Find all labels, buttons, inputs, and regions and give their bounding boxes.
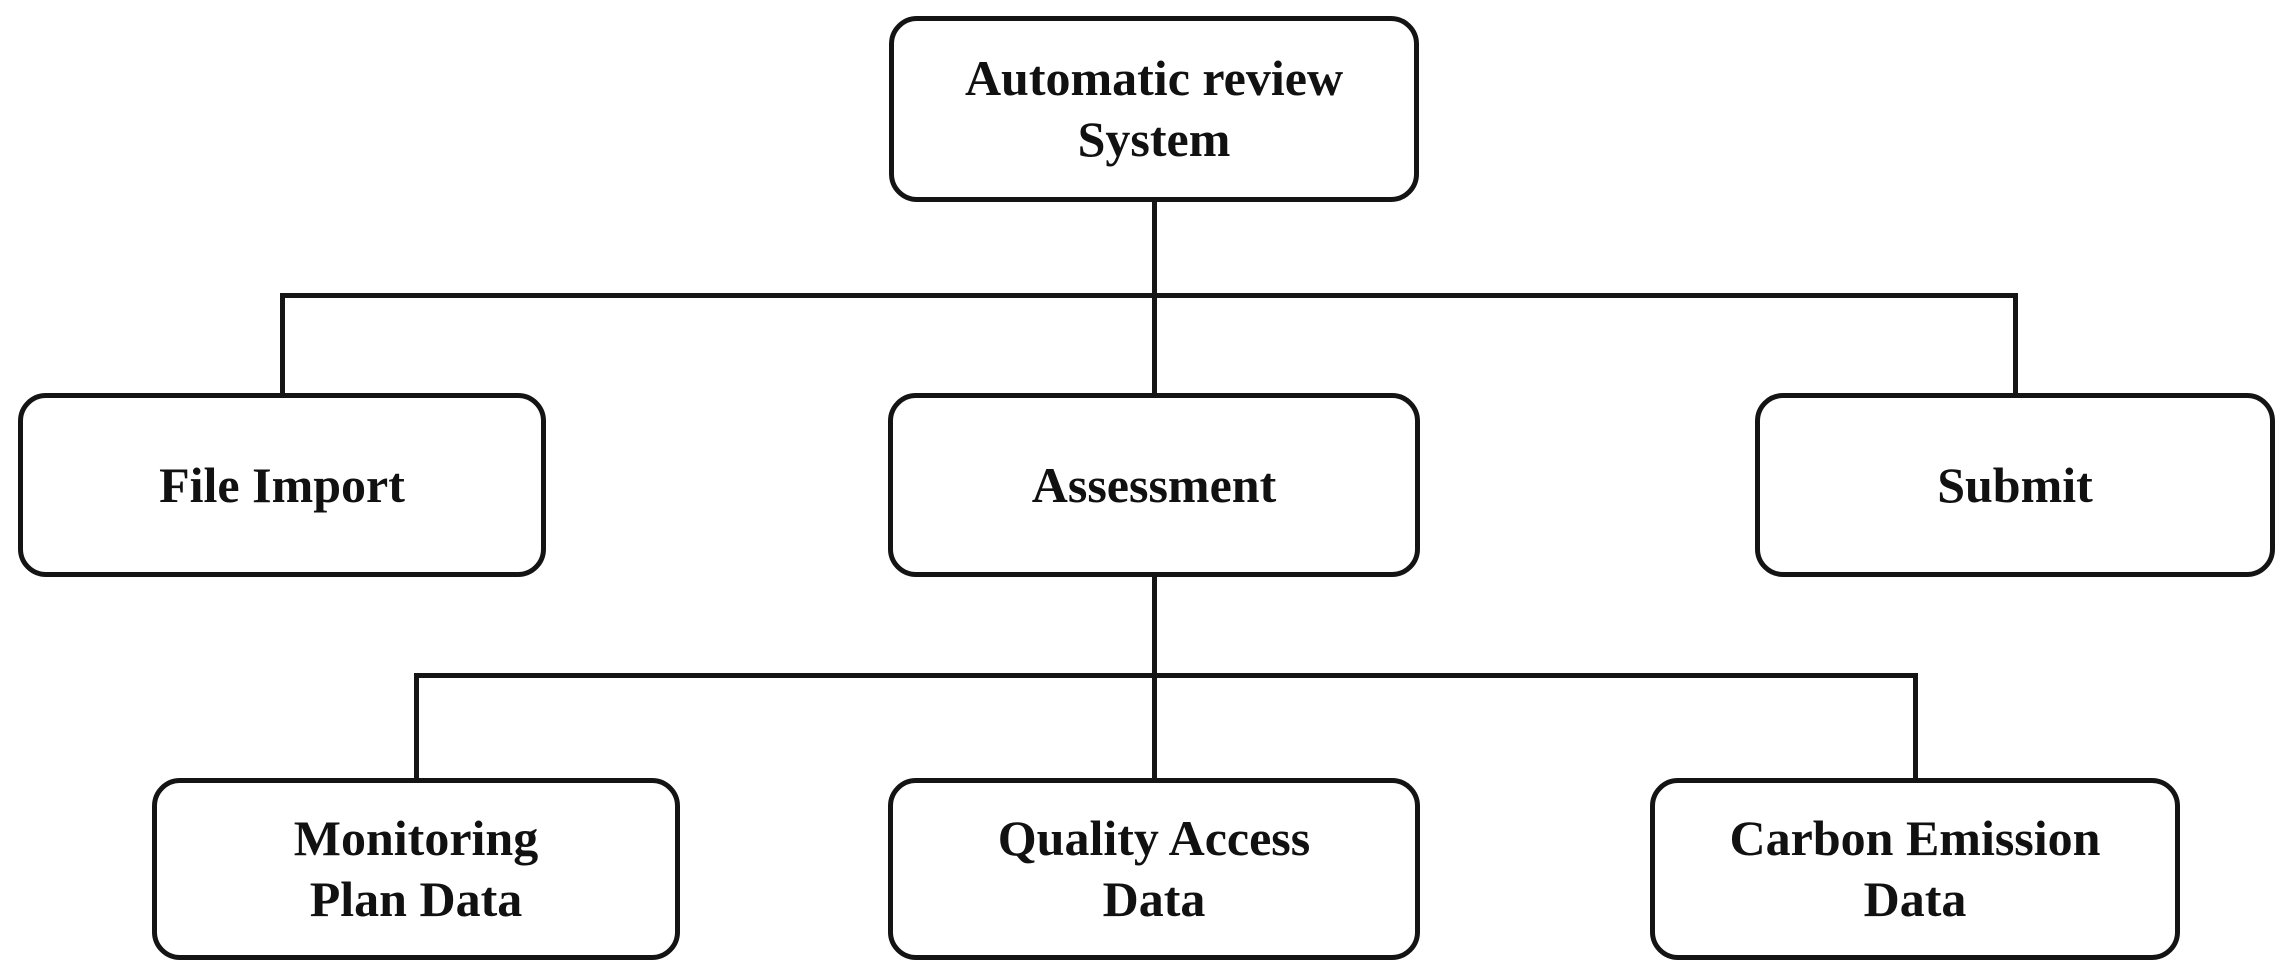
node-label-line: Plan Data (309, 871, 523, 927)
connector-root-to-submit (2013, 293, 2018, 393)
node-label-line: Data (1863, 871, 1967, 927)
node-file-import: File Import (18, 393, 546, 577)
connector-level3-bus (414, 673, 1918, 678)
node-carbon-emission-data: Carbon Emission Data (1650, 778, 2180, 960)
node-assessment: Assessment (888, 393, 1420, 577)
node-label-line: File Import (159, 456, 405, 513)
node-monitoring-plan-data: Monitoring Plan Data (152, 778, 680, 960)
node-label-line: Data (1102, 871, 1206, 927)
connector-root-to-file-import (280, 293, 285, 393)
node-label-line: Automatic review (964, 50, 1344, 106)
connector-level2-bus (280, 293, 2018, 298)
node-submit: Submit (1755, 393, 2275, 577)
node-label-line: Monitoring (293, 810, 539, 866)
node-label-line: System (1077, 111, 1231, 167)
node-label-line: Carbon Emission (1729, 810, 2101, 866)
node-label-line: Assessment (1031, 456, 1277, 513)
node-label-line: Submit (1937, 456, 2093, 513)
connector-assessment-to-carbon (1913, 673, 1918, 778)
node-automatic-review-system: Automatic review System (889, 16, 1419, 202)
node-label-line: Quality Access (997, 810, 1311, 866)
connector-assessment-to-monitoring (414, 673, 419, 778)
node-quality-access-data: Quality Access Data (888, 778, 1420, 960)
